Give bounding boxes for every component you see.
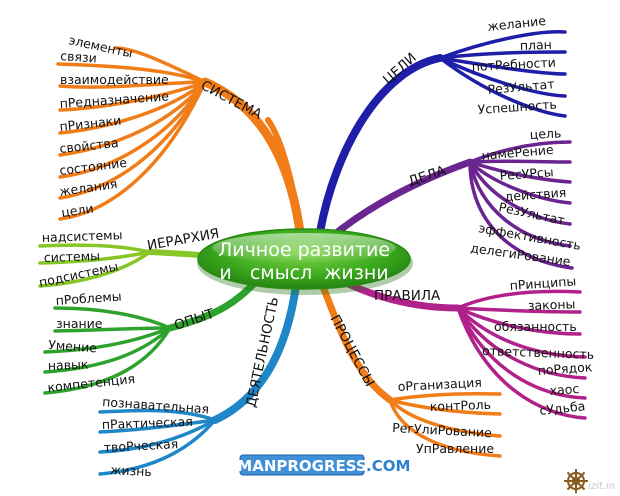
sistema-item: пРизнаки <box>59 113 122 134</box>
branch-processy <box>318 280 502 458</box>
center-title-line2: и смысл жизни <box>219 262 388 284</box>
label-processy: ПРОЦЕССЫ <box>326 312 377 389</box>
celi-item: желание <box>487 13 547 34</box>
watermark-suffix: .COM <box>366 457 410 475</box>
dela-item: РесУРсы <box>499 164 554 183</box>
ierarhiya-item: системы <box>44 248 101 265</box>
branch-deyatelnost <box>98 282 300 476</box>
deyatelnost-item: пРактическая <box>102 414 193 432</box>
sistema-item: свойства <box>59 135 119 156</box>
opyt-item: навык <box>48 357 90 373</box>
pravila-item: сУдьба <box>539 398 586 418</box>
dela-item: действия <box>504 185 567 204</box>
ierarhiya-item: надсистемы <box>42 227 123 245</box>
celi-item: план <box>520 37 553 53</box>
pravila-item: пРинципы <box>509 273 577 293</box>
opyt-item: пРоблемы <box>55 288 122 308</box>
branch-celi <box>316 29 567 236</box>
sistema-item: связи <box>60 48 97 66</box>
sistema-item: цели <box>60 201 94 220</box>
sistema-item: желания <box>58 176 118 199</box>
branch-dela <box>326 140 574 270</box>
opyt-item: Умение <box>48 337 98 355</box>
branch-sistema <box>56 46 305 237</box>
sistema-item: взаимодействие <box>60 72 169 87</box>
celi-item: Успешность <box>477 97 557 117</box>
watermark-main: MANPROGRESS <box>237 457 366 475</box>
ship-wheel-logo: izit.in <box>564 469 615 493</box>
sistema-item: пРедназначение <box>59 88 170 111</box>
deyatelnost-item: твоРческая <box>103 436 178 455</box>
opyt-item: компетенция <box>47 371 136 395</box>
corner-logo-text: izit.in <box>588 481 615 492</box>
deyatelnost-item: жизнь <box>110 462 152 479</box>
label-dela: ДЕЛА <box>406 162 448 189</box>
processy-item: оРганизация <box>397 375 482 394</box>
pravila-item: законы <box>528 296 576 313</box>
pravila-item: ответственность <box>482 343 594 362</box>
dela-item: цель <box>529 125 561 142</box>
label-pravila: ПРАВИЛА <box>374 288 441 304</box>
pravila-item: обязанность <box>494 319 577 334</box>
opyt-item: знание <box>56 316 103 331</box>
celi-item: потРебности <box>471 55 556 74</box>
sistema-item: состояние <box>59 155 128 178</box>
pravila-item: хаос <box>549 381 580 398</box>
center-title-line1: Личное развитие <box>218 239 390 261</box>
watermark: MANPROGRESS .COM <box>237 454 410 476</box>
ship-wheel-icon <box>564 469 588 493</box>
label-opyt: ОПЫТ <box>172 306 217 334</box>
deyatelnost-item: познавательная <box>102 394 210 416</box>
label-sistema: СИСТЕМА <box>198 77 265 123</box>
processy-item: контРоль <box>430 397 492 414</box>
celi-item: РезУльтат <box>487 76 555 97</box>
processy-item: РегУлиРование <box>392 420 493 440</box>
processy-item: УпРавление <box>416 441 494 456</box>
dela-item: намеРение <box>481 142 555 163</box>
pravila-item: поРядок <box>537 359 593 378</box>
central-node: Личное развитие и смысл жизни <box>197 228 413 295</box>
